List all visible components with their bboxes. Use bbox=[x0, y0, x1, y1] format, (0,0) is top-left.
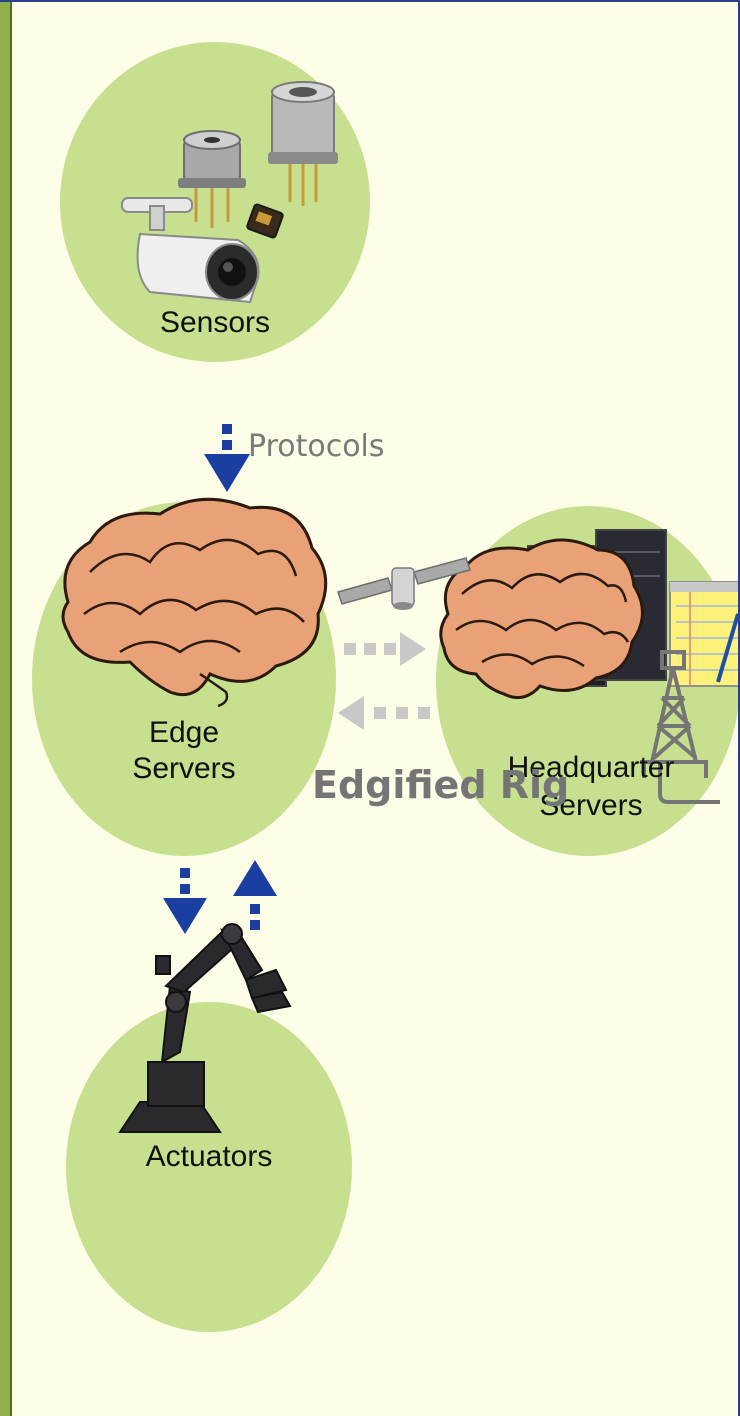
brain-icon bbox=[63, 499, 326, 706]
protocols-label: Protocols bbox=[248, 429, 385, 464]
edge-to-hq-arrow bbox=[344, 632, 426, 666]
brain-icon bbox=[441, 540, 643, 698]
sensors-to-edge-arrow bbox=[204, 424, 250, 492]
chip-icon bbox=[246, 204, 283, 239]
edge-to-actuators-arrow bbox=[163, 868, 207, 934]
sensor-can-icon bbox=[178, 131, 246, 228]
camera-icon bbox=[122, 198, 259, 302]
notepad-icon bbox=[670, 582, 740, 686]
actuators-to-edge-arrow bbox=[233, 860, 277, 930]
rig-title: Edgified Rig bbox=[312, 763, 569, 807]
sensors-label: Sensors bbox=[60, 305, 370, 341]
hq-to-edge-arrow bbox=[338, 696, 430, 730]
edge-servers-label-line2: Servers bbox=[32, 751, 336, 787]
sensor-can-icon bbox=[268, 82, 338, 206]
robot-arm-icon bbox=[120, 924, 290, 1132]
edge-servers-label-line1: Edge bbox=[32, 715, 336, 751]
actuators-label: Actuators bbox=[66, 1139, 352, 1175]
